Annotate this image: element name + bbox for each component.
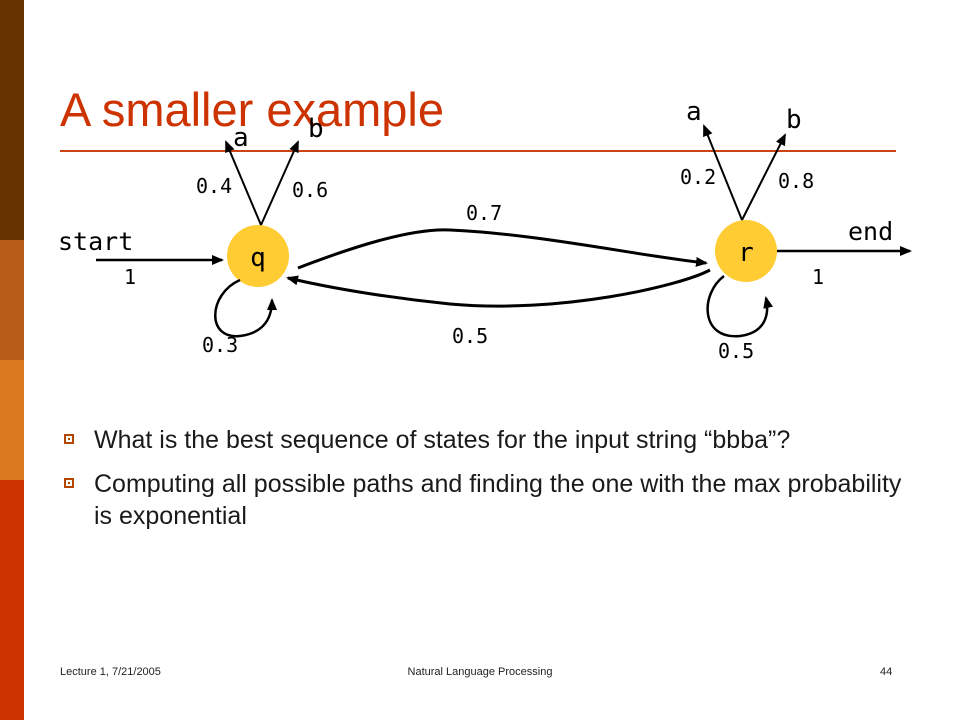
- q-self-loop: [214, 278, 277, 338]
- state-q-node: [227, 225, 289, 287]
- r-emit-a-arrow: [703, 124, 743, 221]
- q-emit-a-arrow: [225, 140, 262, 226]
- bullet-text: What is the best sequence of states for …: [94, 426, 791, 454]
- q-emit-b-symbol: b: [308, 114, 324, 144]
- bullet-text: Computing all possible paths and finding…: [94, 470, 902, 530]
- square-bullet-icon: [64, 434, 74, 444]
- footer-center: Natural Language Processing: [407, 666, 553, 678]
- r-emit-b-arrow: [741, 133, 786, 221]
- q-emit-a-prob: 0.4: [196, 174, 232, 198]
- r-to-q-prob: 0.5: [452, 324, 488, 348]
- r-emit-a-prob: 0.2: [680, 165, 716, 189]
- r-self-prob: 0.5: [718, 339, 754, 363]
- bullet-list: What is the best sequence of states for …: [62, 424, 912, 544]
- r-emit-b-prob: 0.8: [778, 169, 814, 193]
- decorative-sidebar: [0, 0, 24, 720]
- title-underline: [60, 150, 896, 152]
- sidebar-band-dark: [0, 0, 24, 240]
- r-self-loop: [706, 275, 774, 338]
- square-bullet-icon: [64, 478, 74, 488]
- start-label: start: [58, 227, 133, 256]
- sidebar-band-mid: [0, 240, 24, 360]
- q-to-r-transition: [297, 228, 708, 270]
- state-r-node: [715, 220, 777, 282]
- footer-page-number: 44: [880, 666, 893, 678]
- r-emit-a-symbol: a: [686, 97, 702, 127]
- q-emit-a-symbol: a: [233, 123, 249, 153]
- sidebar-band-red: [0, 480, 24, 720]
- slide-title: A smaller example: [60, 83, 444, 136]
- state-r-label: r: [738, 238, 754, 268]
- r-emit-b-symbol: b: [786, 105, 802, 135]
- sidebar-band-orange: [0, 360, 24, 480]
- start-prob: 1: [124, 265, 136, 289]
- end-prob: 1: [812, 265, 824, 289]
- bullet-item: Computing all possible paths and finding…: [62, 468, 912, 532]
- hmm-state-diagram: start 1 q a b 0.4 0.6 0.3 0.7 0.5 r a b …: [58, 97, 912, 363]
- bullet-item: What is the best sequence of states for …: [62, 424, 912, 456]
- q-emit-b-arrow: [260, 140, 299, 226]
- state-q-label: q: [250, 243, 266, 273]
- q-to-r-prob: 0.7: [466, 201, 502, 225]
- q-emit-b-prob: 0.6: [292, 178, 328, 202]
- q-self-prob: 0.3: [202, 333, 238, 357]
- r-to-q-transition: [286, 268, 711, 308]
- footer-left: Lecture 1, 7/21/2005: [60, 666, 161, 678]
- end-label: end: [848, 217, 893, 246]
